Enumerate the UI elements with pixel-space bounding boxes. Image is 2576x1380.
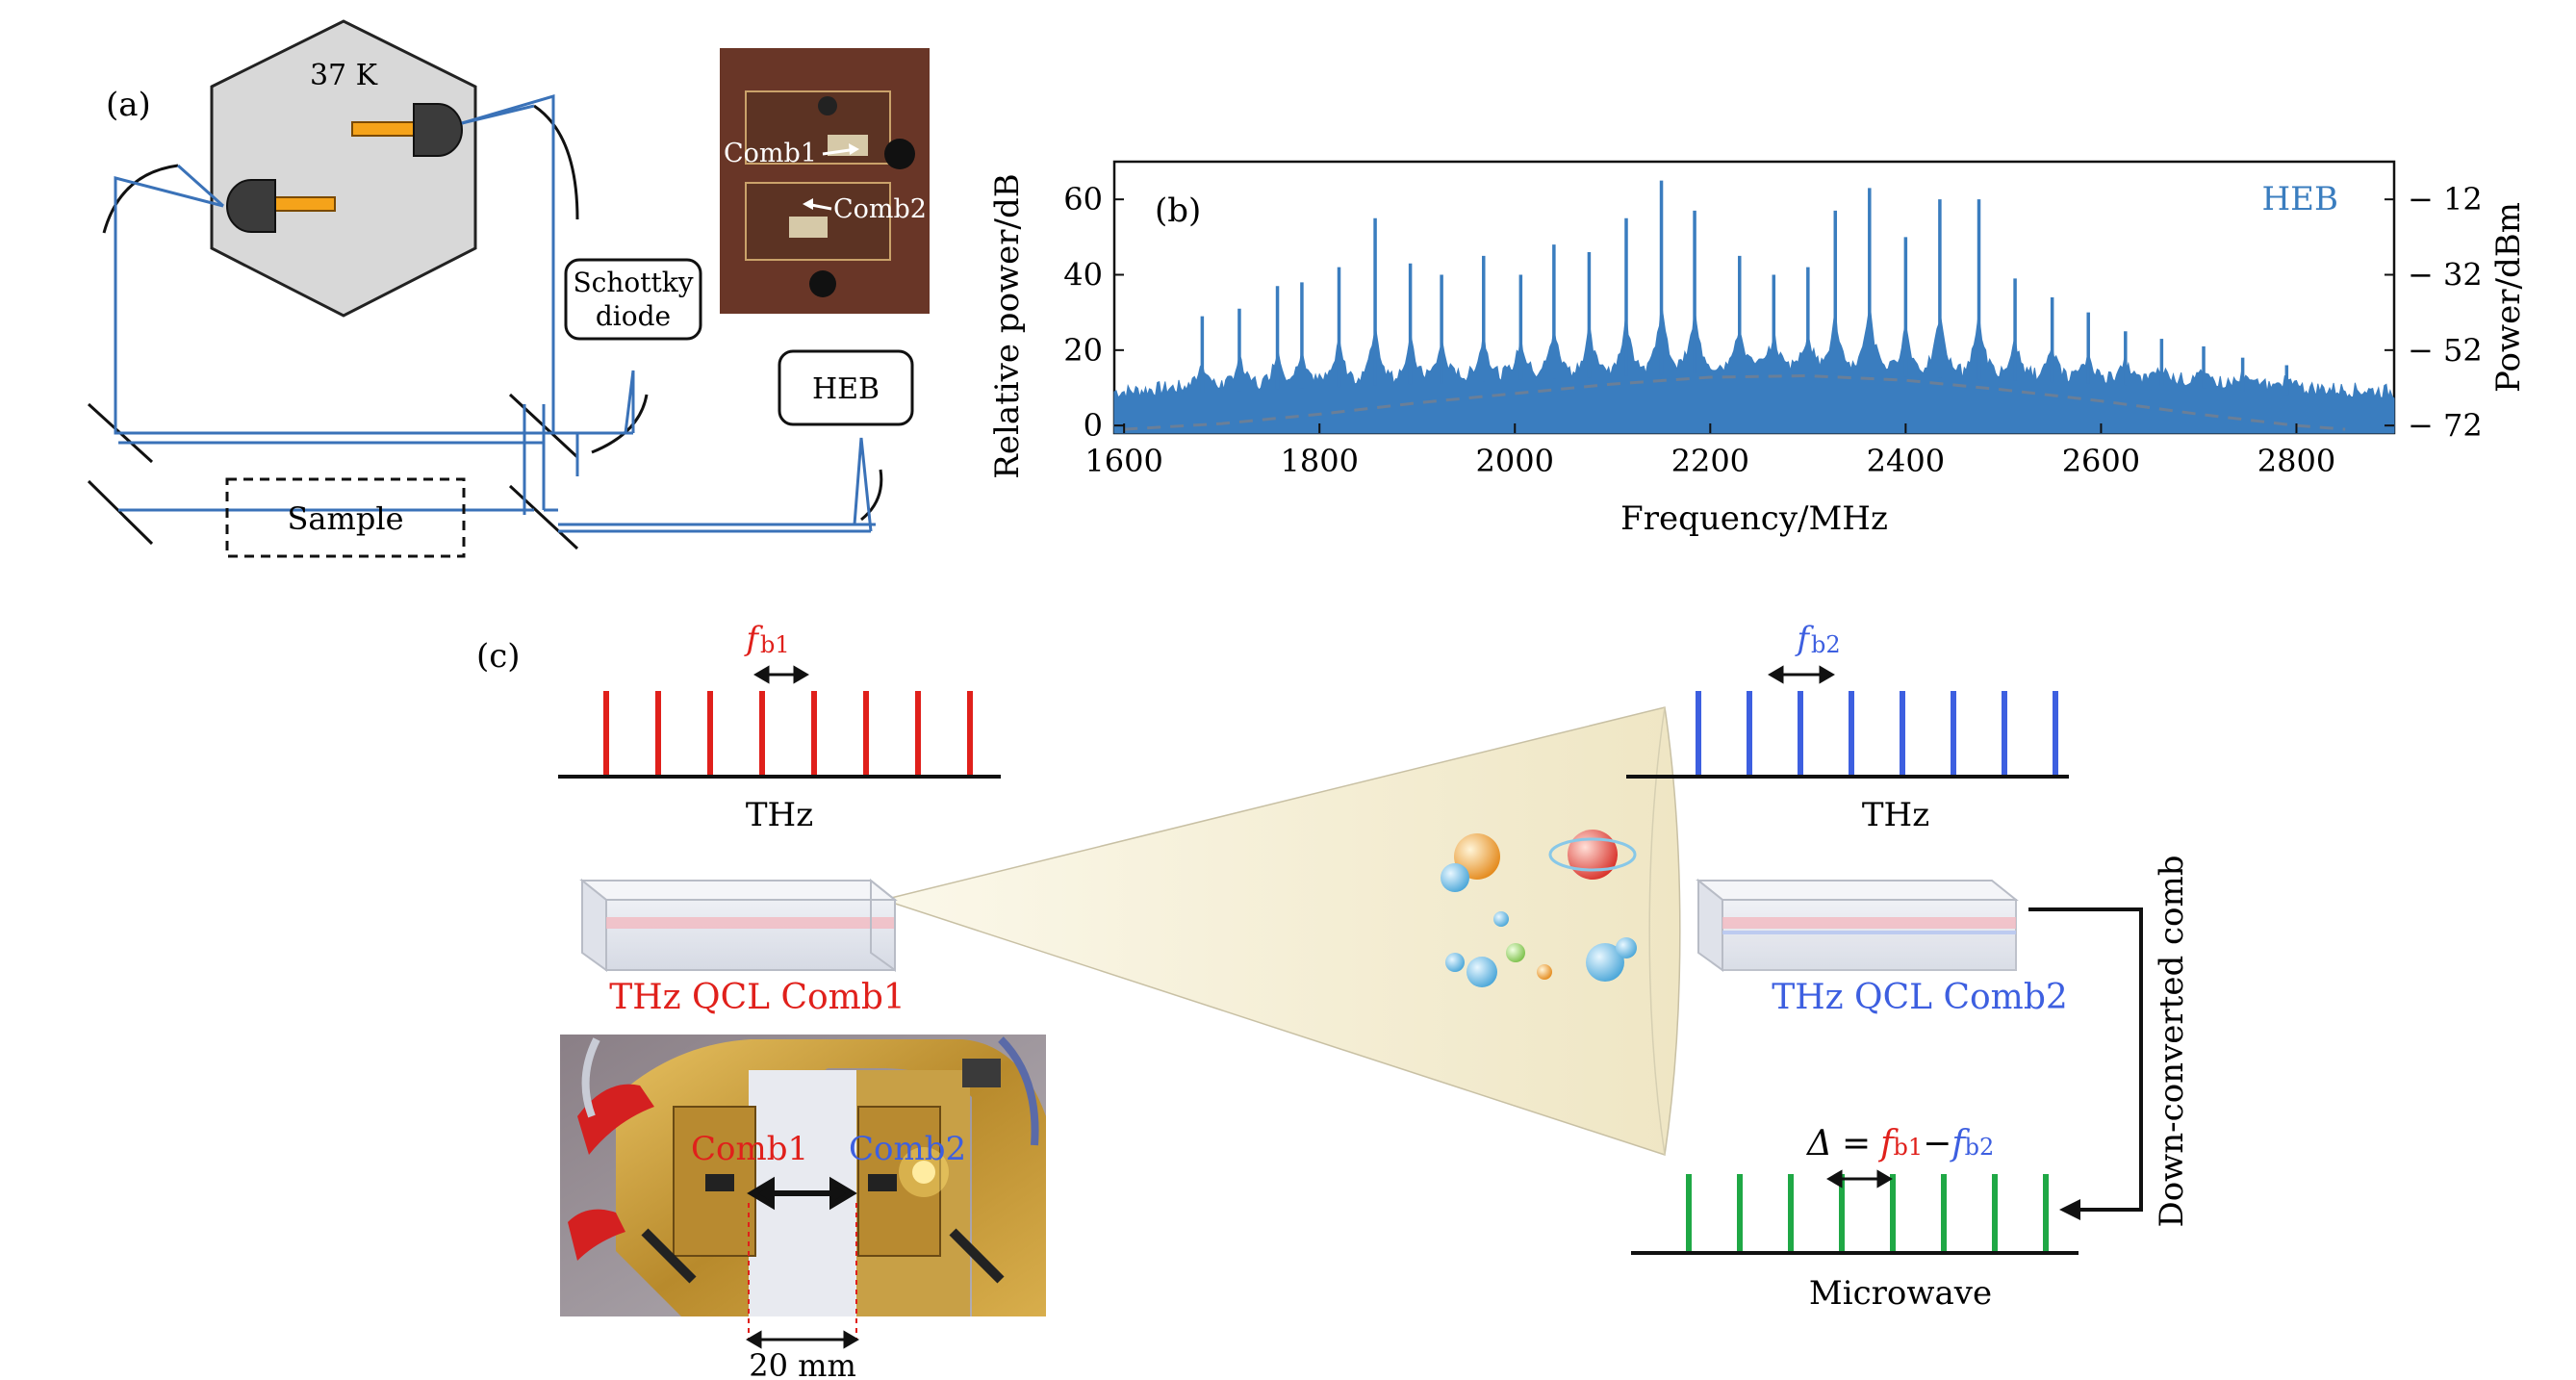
photo-comb2-label: Comb2	[833, 194, 927, 224]
parabolic-mirror-schottky	[591, 394, 649, 454]
comb2-caption: THz QCL Comb2	[1772, 978, 2068, 1017]
fb2-double-arrow	[1768, 665, 1835, 684]
scale-bar-arrow	[746, 1330, 859, 1349]
panel-c-label: (c)	[476, 637, 521, 676]
panel-b-label: (b)	[1155, 192, 1201, 230]
y-tick-label: 20	[1063, 332, 1103, 369]
thz-label-right: THz	[1862, 796, 1929, 834]
qcl-device-left	[579, 878, 898, 972]
axis-ticks: 1600 1800 2000 2200 2400 2600 2800 0 20 40 60 − 72 −…	[1063, 181, 2482, 479]
sample-box	[225, 477, 466, 558]
chart-marks	[1113, 180, 2395, 434]
cryostat-hexagon	[210, 19, 477, 318]
y2-axis-label: Power/dBm	[2489, 202, 2528, 393]
delta-equation: Δ=fb1−fb2	[1805, 1124, 1994, 1163]
x-tick-label: 2800	[2257, 443, 2335, 479]
sample-label: Sample	[288, 500, 404, 537]
cryostat-temperature: 37 K	[310, 59, 378, 92]
photo-c-comb1-label: Comb1	[691, 1130, 808, 1168]
x-tick-label: 1800	[1280, 443, 1358, 479]
schottky-diode-box	[564, 258, 702, 341]
comb1-caption: THz QCL Comb1	[609, 978, 905, 1017]
heb-label: HEB	[812, 372, 880, 406]
x-tick-label: 2200	[1671, 443, 1749, 479]
laser-mount-lower	[226, 179, 336, 233]
cone-rim	[1648, 706, 1666, 1156]
x-tick-label: 2400	[1867, 443, 1945, 479]
downconversion-arrowhead	[2059, 1199, 2080, 1220]
y2-tick-label: − 12	[2408, 181, 2483, 217]
microwave-comb	[1686, 1174, 2049, 1253]
legend-heb: HEB	[2262, 180, 2338, 218]
panel-b-chart: 1600 1800 2000 2200 2400 2600 2800 0 20 40 60 − 72 −…	[988, 160, 2528, 538]
background-dashed-line	[1124, 373, 2346, 431]
x-axis-label: Frequency/MHz	[1620, 499, 1888, 538]
comb-photo-inset: Comb1 Comb2	[720, 48, 930, 314]
panel-c: (c) THz f b1	[476, 620, 2191, 1380]
photo-c-double-arrow	[747, 1176, 857, 1211]
photo-c-comb2-label: Comb2	[849, 1130, 966, 1168]
x-tick-label: 2600	[2062, 443, 2140, 479]
y2-tick-label: − 52	[2408, 332, 2483, 369]
photo-comb1-arrowhead	[849, 143, 859, 155]
schottky-label-line1: Schottky	[573, 267, 693, 298]
laser-mount-upper	[351, 103, 463, 157]
y-tick-label: 40	[1063, 257, 1103, 294]
thz-comb-left	[603, 691, 973, 777]
microwave-label: Microwave	[1809, 1274, 1992, 1313]
fb1-double-arrow	[753, 665, 809, 684]
panel-a-label: (a)	[106, 86, 151, 124]
delta-double-arrow	[1826, 1169, 1893, 1188]
dual-comb-photo: Comb1 Comb2	[560, 1035, 1046, 1316]
qcl-device-right	[1696, 878, 2019, 972]
downconversion-path	[2028, 907, 2143, 1212]
schottky-label-line2: diode	[596, 300, 671, 332]
y2-tick-label: − 72	[2408, 407, 2483, 444]
heb-box	[778, 349, 914, 426]
y2-tick-label: − 32	[2408, 257, 2483, 294]
fb1-subscript: b1	[760, 631, 790, 658]
x-tick-label: 1600	[1084, 443, 1162, 479]
thz-label-left: THz	[746, 796, 813, 834]
downconverted-label: Down-converted comb	[2153, 855, 2191, 1227]
parabolic-mirror-left	[102, 164, 179, 234]
x-tick-label: 2000	[1476, 443, 1554, 479]
y-axis-label: Relative power/dB	[988, 173, 1027, 478]
thz-comb-right	[1696, 691, 2058, 777]
molecule-illustration	[1441, 830, 1637, 987]
thz-light-cone	[880, 706, 1681, 1156]
y-tick-label: 0	[1084, 407, 1103, 444]
photo-comb1-label: Comb1	[724, 139, 817, 168]
photo-comb2-arrowhead	[803, 198, 813, 210]
panel-a: (a) 37 K	[87, 19, 930, 558]
parabolic-mirror-heb	[860, 469, 883, 522]
parabolic-mirror-right	[533, 104, 579, 220]
scale-bar-label: 20 mm	[749, 1347, 856, 1380]
fb2-subscript: b2	[1811, 631, 1841, 658]
y-tick-label: 60	[1063, 181, 1103, 217]
